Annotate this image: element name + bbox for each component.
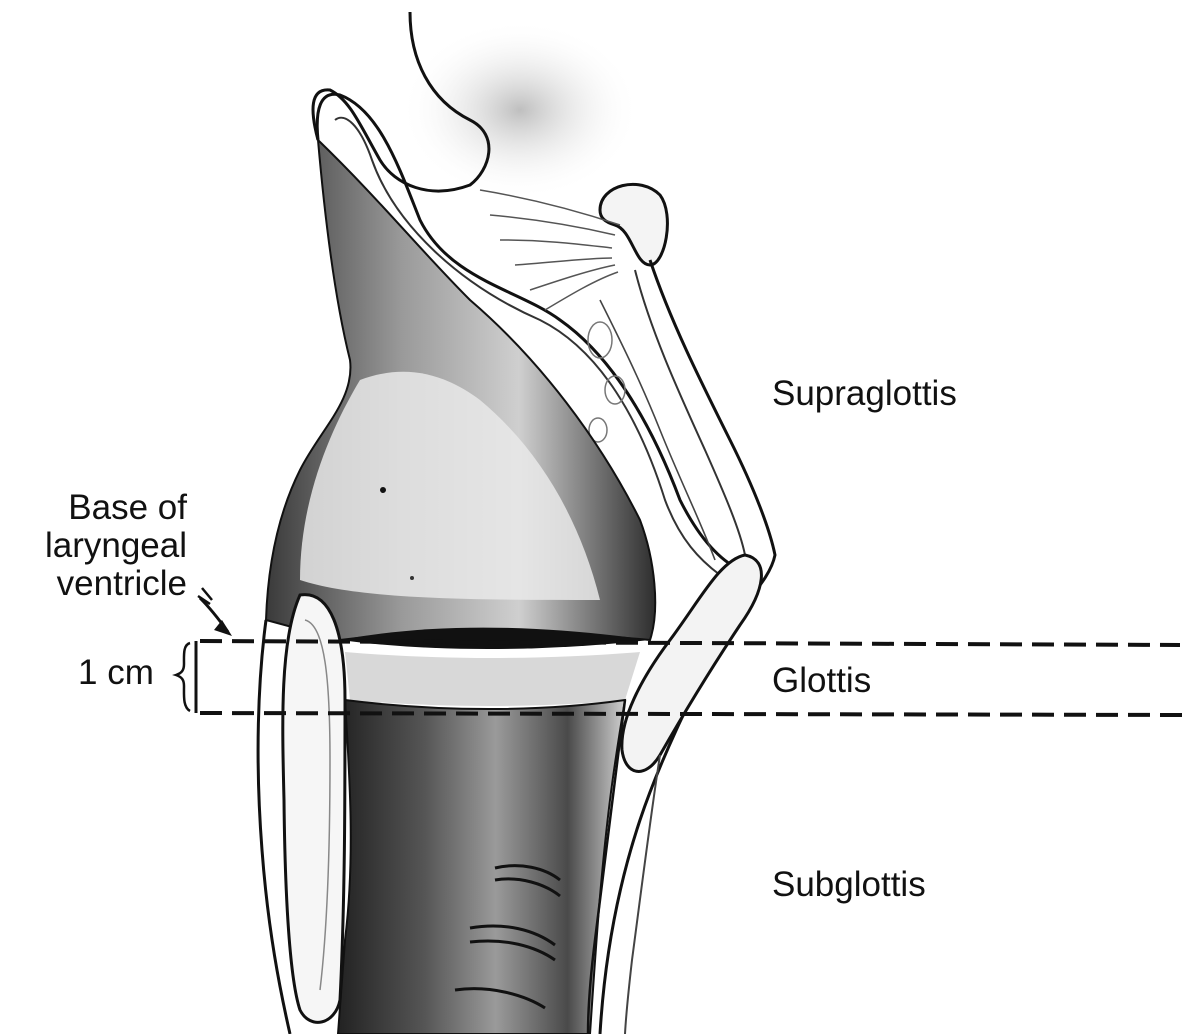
spot-2 xyxy=(410,576,414,580)
glottis-lower-boundary xyxy=(200,713,1188,715)
glottic-band xyxy=(345,652,640,706)
spot xyxy=(380,487,386,493)
glottis-label: Glottis xyxy=(772,662,871,700)
ventricle-label-line1: Base of xyxy=(0,489,187,527)
glottis-upper-boundary xyxy=(200,641,1180,645)
right-lower-wall-2 xyxy=(625,755,660,1034)
scale-label: 1 cm xyxy=(78,654,154,692)
posterior-wall-inner xyxy=(635,270,745,555)
arytenoid xyxy=(600,184,667,265)
left-cartilage xyxy=(283,595,345,1023)
supraglottis-label: Supraglottis xyxy=(772,375,957,413)
ventricle-label: Base of laryngeal ventricle xyxy=(0,489,187,602)
subglottic-cavity xyxy=(338,700,625,1034)
ventricle-label-line3: ventricle xyxy=(0,565,187,603)
arrow-icon xyxy=(198,588,232,636)
subglottis-label: Subglottis xyxy=(772,866,926,904)
tissue-haze xyxy=(400,20,640,200)
brace-icon xyxy=(176,643,190,711)
ventricle-label-line2: laryngeal xyxy=(0,527,187,565)
